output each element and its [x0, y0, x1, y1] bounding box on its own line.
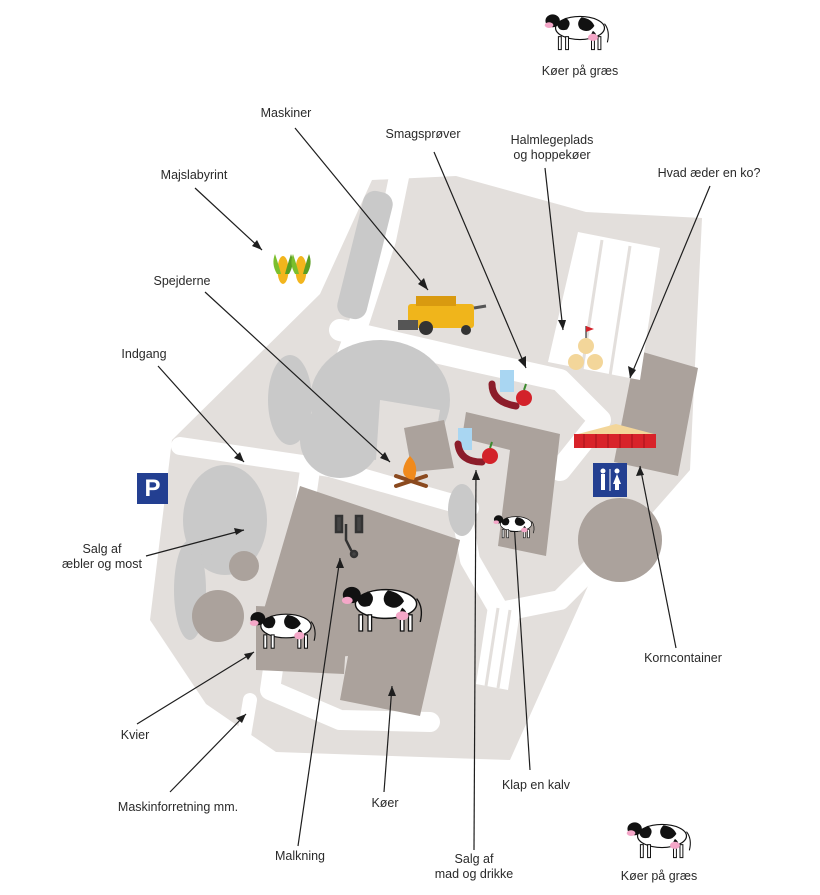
corn-icon: [273, 254, 311, 284]
label-machine-shop: Maskinforretning mm.: [117, 800, 239, 814]
label-what-cow-eats: Hvad æder en ko?: [657, 166, 761, 180]
label-corn-maze: Majslabyrint: [160, 168, 228, 182]
label-heifers: Kvier: [120, 728, 150, 742]
grain-container-icon: [574, 424, 656, 448]
label-cows-grass-top: Køer på græs: [541, 64, 619, 78]
label-entrance: Indgang: [121, 347, 167, 361]
sausage-apple-icon: [454, 428, 498, 466]
silo: [192, 590, 244, 642]
cow-icon: [626, 821, 691, 859]
label-milking: Malkning: [274, 849, 326, 863]
label-cows-grass-bottom: Køer på græs: [620, 869, 698, 883]
campfire-icon: [394, 456, 428, 488]
label-grain-container: Korncontainer: [644, 651, 722, 665]
label-pat-calf: Klap en kalv: [501, 778, 571, 792]
cow-icon: [544, 13, 609, 51]
silo: [578, 498, 662, 582]
straw-playground-area: [476, 232, 660, 690]
silo: [229, 551, 259, 581]
leader-lines: [136, 127, 711, 851]
label-cows: Køer: [371, 796, 399, 810]
label-food-drink-sale: Salg af mad og drikke: [434, 852, 514, 881]
sausage-apple-icon: [488, 370, 532, 410]
parking-icon: P: [137, 473, 168, 504]
combine-harvester-icon: [398, 296, 487, 335]
milking-machine-icon: [334, 514, 364, 559]
label-straw-playground: Halmlegeplads og hoppekøer: [510, 133, 594, 162]
straw-bales-icon: [568, 326, 603, 370]
label-apple-sale: Salg af æbler og most: [62, 542, 142, 571]
leader-arrowheads: [234, 240, 644, 723]
toilet-figures: [600, 468, 621, 491]
toilet-icon: [593, 463, 627, 497]
label-scouts: Spejderne: [153, 274, 211, 288]
label-tasting: Smagsprøver: [385, 127, 461, 141]
label-machines: Maskiner: [260, 106, 312, 120]
